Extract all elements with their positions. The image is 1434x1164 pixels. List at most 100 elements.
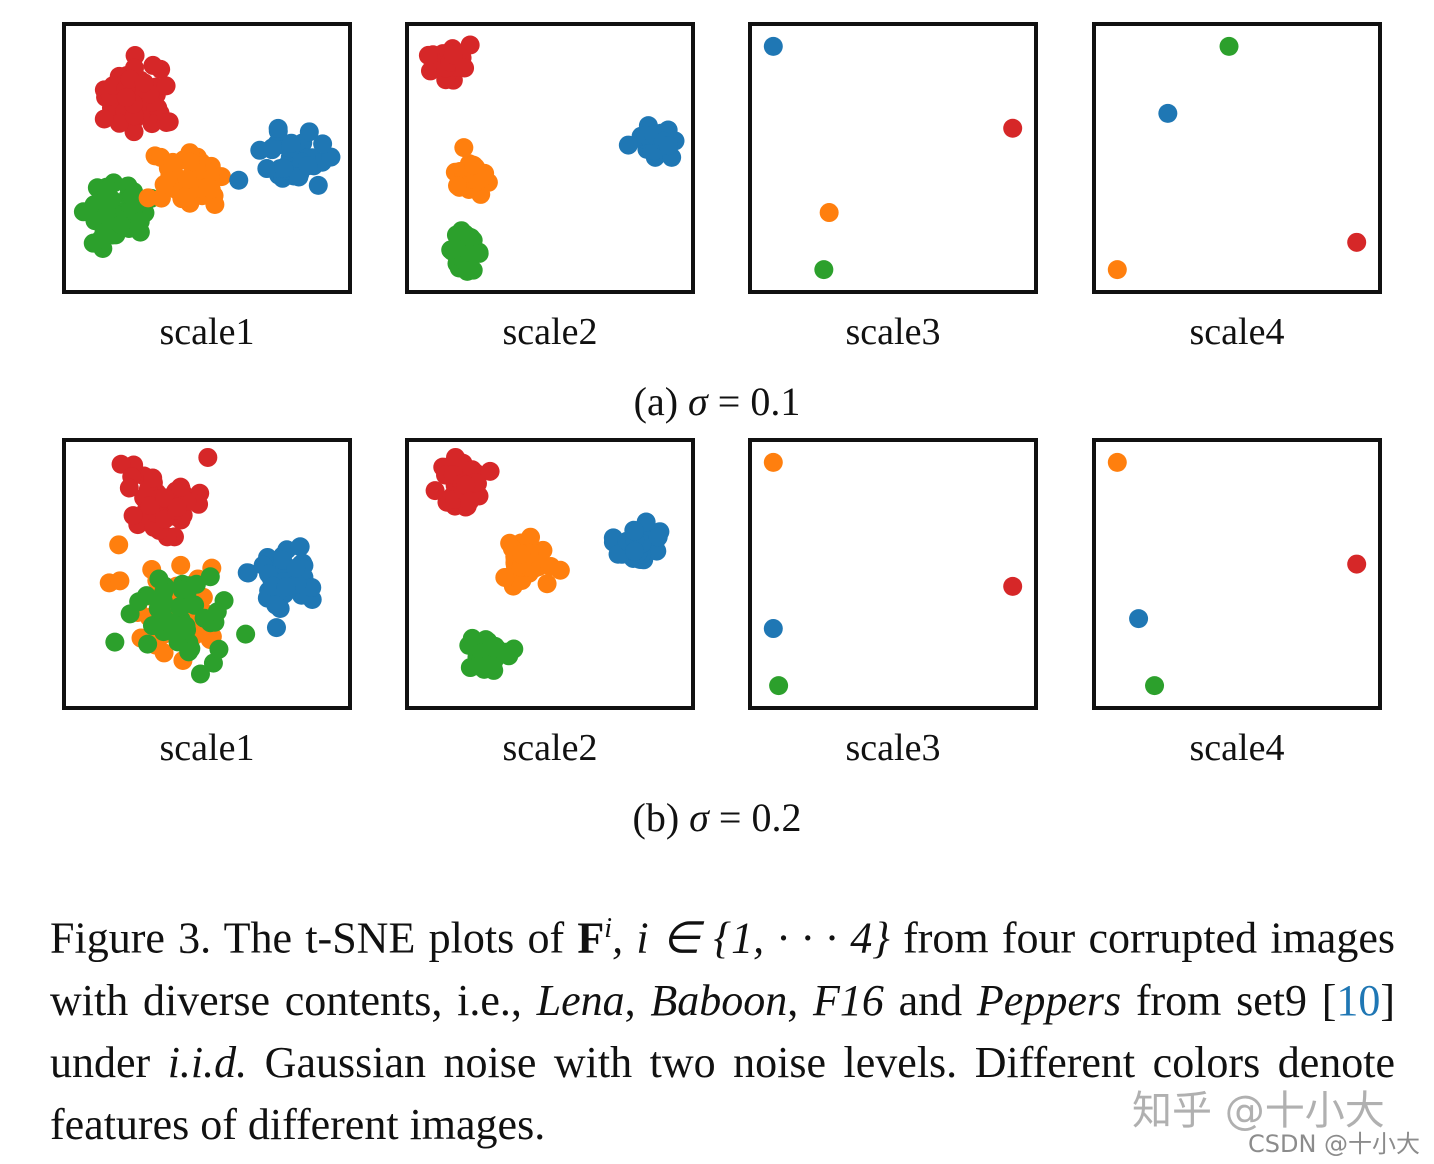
scatter-point-orange [175,187,195,207]
scatter-point-red [120,69,140,89]
scatter-point-red [119,478,139,498]
scale-label: scale3 [845,727,941,769]
csdn-watermark: CSDN @十小大 [1248,1130,1421,1158]
scatter-point-orange [1107,260,1127,280]
caption-text: from four corrupted images with diverse … [50,913,1395,1025]
scatter-point-blue [229,170,249,190]
scatter-point-green [179,642,199,662]
scatter-point-green [154,582,174,602]
scatter-point-green [200,567,220,587]
scatter-point-orange [1107,452,1127,472]
scatter-point-blue [237,563,257,583]
scatter-point-blue [266,595,286,615]
scatter-point-red [446,447,466,467]
scatter-point-orange [448,176,468,196]
scatter-point-orange [464,155,484,175]
scatter-point-green [190,664,210,684]
scatter-point-orange [177,169,197,189]
zhihu-watermark: 知乎 @十小大 [1132,1088,1385,1134]
scatter-point-green [142,616,162,636]
scatter-point-green [158,612,178,632]
scatter-point-orange [171,555,191,575]
scatter-plot [1092,438,1382,710]
scatter-point-red [143,55,163,75]
scatter-point-orange [495,567,515,587]
scatter-plot [1092,22,1382,294]
scatter-point-red [425,481,445,501]
sigma-value: 0.1 [750,379,801,424]
scatter-point-orange [454,138,474,158]
caption-text: from set9 [ [1121,975,1337,1025]
scatter-point-red [140,496,160,516]
scatter-point-blue [313,134,333,154]
scatter-point-green [111,215,131,235]
equals-sign: = [717,379,741,424]
scatter-point-green [138,634,158,654]
scatter-point-red [1347,232,1367,252]
scatter-point-red [124,122,144,142]
scatter-point-green [1145,676,1165,696]
scatter-point-blue [1129,609,1149,629]
citation-link[interactable]: 10 [1336,975,1381,1025]
panel-b-scale1 [62,438,352,710]
scatter-point-blue [274,158,294,178]
scatter-point-red [167,497,187,517]
scatter-point-red [123,506,143,526]
scale-label: scale2 [502,727,598,769]
scatter-plot [748,22,1038,294]
math-tail: , i ∈ {1, · · · 4} [612,913,890,963]
sigma-symbol: σ [689,795,709,840]
superscript: i [604,913,613,944]
scale-label: scale4 [1189,311,1285,353]
scatter-point-blue [262,138,282,158]
caption-text: Gaussian noise with two noise levels. Di… [50,1037,1395,1149]
bold-symbol: F [577,913,605,963]
scatter-point-orange [181,152,201,172]
scatter-point-red [1003,118,1023,138]
separator: , [787,975,814,1025]
scatter-point-green [441,240,461,260]
scatter-point-blue [618,135,638,155]
scatter-point-green [169,597,189,617]
subfigure-caption-a: (a) σ = 0.1 [0,378,1434,425]
scatter-point-blue [302,578,322,598]
scatter-point-green [73,202,93,222]
scatter-point-orange [110,571,130,591]
scatter-point-red [418,45,438,65]
scatter-point-red [480,461,500,481]
scale-label: scale4 [1189,727,1285,769]
scatter-point-red [1347,554,1367,574]
scatter-point-green [105,632,125,652]
scatter-point-blue [1158,103,1178,123]
scale-label: scale2 [502,311,598,353]
scatter-point-red [134,73,154,93]
scatter-point-orange [511,544,531,564]
iid-term: i.i.d. [167,1037,248,1087]
plot-frame [1092,438,1382,710]
scatter-point-green [462,628,482,648]
panel-b-scale4 [1092,438,1382,710]
scatter-plot [405,438,695,710]
scatter-point-green [122,186,142,206]
scatter-plot [62,438,352,710]
scatter-point-blue [308,175,328,195]
scatter-point-green [814,260,834,280]
scatter-point-blue [257,159,277,179]
scatter-point-red [171,477,191,497]
plot-frame [1092,22,1382,294]
image-name: Lena [536,975,625,1025]
scatter-point-green [148,599,168,619]
scatter-point-red [460,491,480,511]
separator: , [624,975,651,1025]
scatter-point-orange [198,177,218,197]
scatter-point-orange [819,203,839,223]
scatter-point-orange [109,535,129,555]
scatter-point-orange [763,452,783,472]
scatter-point-red [143,468,163,488]
caption-lead: Figure 3. The t-SNE plots of [50,913,578,963]
scatter-point-green [207,602,227,622]
scatter-plot [748,438,1038,710]
sigma-symbol: σ [688,379,708,424]
scatter-point-blue [298,156,318,176]
panel-a-scale3 [748,22,1038,294]
